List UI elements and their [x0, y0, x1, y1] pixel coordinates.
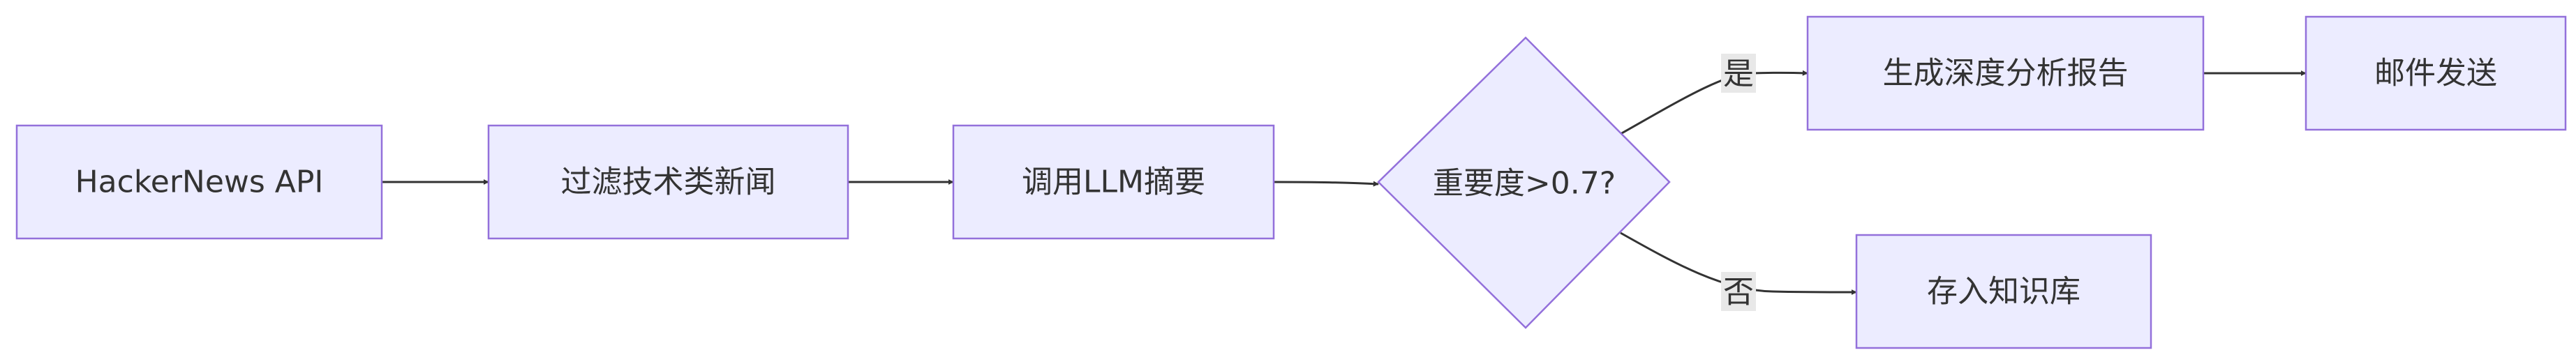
edges [382, 70, 2307, 295]
node-store-label: 存入知识库 [1927, 274, 2080, 310]
node-email-label: 邮件发送 [2374, 56, 2497, 91]
edge-decision-to-store [1620, 232, 1857, 295]
edge-label-yes-group: 是 [1721, 54, 1756, 93]
node-summary-label: 调用LLM摘要 [1022, 165, 1205, 200]
edge-label-yes-bg [1721, 54, 1756, 93]
node-summary[interactable]: 调用LLM摘要 [952, 124, 1275, 240]
node-store[interactable]: 存入知识库 [1855, 234, 2152, 349]
node-filter-label: 过滤技术类新闻 [561, 165, 776, 200]
edge-summary-to-decision [1273, 181, 1379, 187]
edge-label-yes: 是 [1723, 56, 1754, 92]
edge-label-no-group: 否 [1721, 272, 1756, 311]
node-report[interactable]: 生成深度分析报告 [1806, 15, 2205, 131]
edge-label-no: 否 [1723, 275, 1754, 310]
node-source-label: HackerNews API [75, 165, 324, 200]
edge-label-no-bg [1721, 272, 1756, 311]
node-report-label: 生成深度分析报告 [1883, 56, 2129, 91]
node-decision[interactable]: 重要度>0.7? [1377, 36, 1671, 329]
node-decision-label: 重要度>0.7? [1433, 166, 1616, 202]
node-source[interactable]: HackerNews API [15, 124, 383, 240]
edge-decision-to-report [1620, 70, 1808, 135]
node-filter[interactable]: 过滤技术类新闻 [487, 124, 849, 240]
node-email[interactable]: 邮件发送 [2305, 15, 2567, 131]
